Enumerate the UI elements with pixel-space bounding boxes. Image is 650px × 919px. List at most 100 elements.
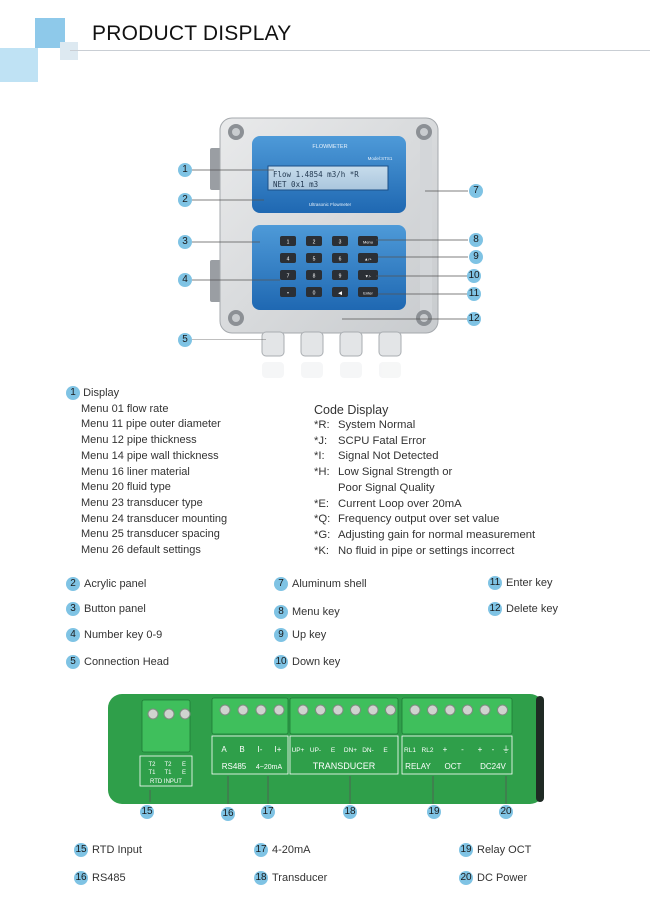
keypad-key: 7 (280, 270, 296, 280)
keypad-key: ▲/+ (358, 253, 378, 263)
board-label: A (221, 745, 227, 754)
display-title: Display (83, 387, 120, 399)
key-label: ◀ (338, 291, 342, 297)
callout-7: 7 (469, 184, 483, 198)
terminal-screw (147, 708, 159, 720)
terminal-screw (409, 704, 421, 716)
code-item: *I: Signal Not Detected (314, 449, 535, 465)
code-item: *E:Current Loop over 20mA (314, 497, 535, 513)
keypad-key: Enter (358, 287, 378, 297)
callout-2: 2 (178, 193, 192, 207)
board-label: 4~20mA (256, 764, 283, 771)
board-label: E (182, 762, 186, 768)
callout-12: 12 (467, 312, 481, 326)
board-label: DC24V (480, 762, 506, 771)
terminal-screw (255, 704, 267, 716)
code-key: *K: (314, 544, 330, 557)
callout-5: 5 (178, 333, 192, 347)
board-label: I- (258, 745, 263, 754)
board-label: DN+ (344, 747, 357, 754)
display-num: 1 (66, 386, 80, 401)
board-label: ⏚ (502, 745, 510, 754)
board-label: OCT (445, 762, 462, 771)
callout-18: 18 (343, 805, 357, 819)
board-label: RELAY (405, 762, 431, 771)
key-label: 9 (339, 274, 342, 280)
callout-19: 19 (427, 805, 441, 819)
code-item: *G:Adjusting gain for normal measurement (314, 528, 535, 544)
code-desc: Poor Signal Quality (338, 481, 435, 494)
key-label: Menu (363, 240, 373, 245)
board-label: RS485 (222, 762, 247, 771)
board-label: UP- (310, 747, 321, 754)
board-label: T2 (164, 762, 172, 768)
callout-1: 1 (178, 163, 192, 177)
menu-item: Menu 14 pipe wall thickness (81, 449, 219, 462)
code-display: Code Display *R:System Normal*J:SCPU Fat… (314, 403, 535, 559)
code-key: *R: (314, 419, 330, 431)
callout-4: 4 (178, 273, 192, 287)
code-desc: Low Signal Strength or (338, 466, 453, 479)
key-label: 4 (287, 257, 290, 263)
code-desc: Signal Not Detected (338, 450, 439, 463)
key-label: 2 (313, 240, 316, 246)
menu-item: Menu 12 pipe thickness (81, 434, 197, 447)
board-label: E (182, 770, 186, 776)
key-label: 6 (339, 257, 342, 263)
code-item: Poor Signal Quality (314, 481, 535, 497)
key-label: 1 (287, 240, 290, 246)
menu-item: Menu 26 default settings (81, 544, 201, 557)
key-label: ▼/- (365, 274, 372, 279)
leader-lines (192, 169, 468, 340)
keypad-key: • (280, 287, 296, 297)
code-key: *G: (314, 528, 331, 541)
terminal-screw (297, 704, 309, 716)
board-label: - (492, 745, 495, 754)
code-desc: No fluid in pipe or settings incorrect (338, 544, 515, 557)
key-label: 3 (339, 240, 342, 246)
keypad-key: 4 (280, 253, 296, 263)
terminal-screw (462, 704, 473, 716)
callout-17: 17 (261, 805, 275, 819)
keypad-key: 2 (306, 236, 322, 246)
terminal-screw (219, 704, 231, 716)
page-title: PRODUCT DISPLAY (92, 22, 292, 45)
key-label: 0 (313, 291, 316, 297)
lcd-line1: Flow 1.4854 m3/h *R (273, 170, 359, 179)
code-item: *R:System Normal (314, 418, 535, 434)
flowmeter-illustration: FLOWMETER Model:STS1 Flow 1.4854 m3/h *R… (210, 117, 439, 378)
menu-item: Menu 23 transducer type (81, 496, 203, 509)
board-label: RL2 (422, 747, 434, 754)
terminal-screw (179, 708, 191, 720)
board-label: I+ (275, 745, 282, 754)
menu-item: Menu 25 transducer spacing (81, 528, 220, 541)
callout-9: 9 (469, 250, 483, 264)
board-label: DN- (362, 747, 374, 754)
keypad-key: 1 (280, 236, 296, 246)
key-label: ▲/+ (364, 257, 372, 262)
code-item: *H:Low Signal Strength or (314, 465, 535, 481)
code-desc: SCPU Fatal Error (338, 434, 426, 447)
board-label: + (478, 745, 483, 754)
menu-item: Menu 11 pipe outer diameter (81, 418, 221, 431)
keypad-key: ▼/- (358, 270, 378, 280)
board-label: RTD INPUT (150, 779, 182, 785)
terminal-screw (163, 708, 175, 720)
decor-square (0, 48, 38, 82)
keypad-key: ◀ (332, 287, 348, 297)
terminal-screw (427, 704, 438, 716)
code-key: *I: (314, 450, 325, 463)
board-label: - (461, 745, 464, 754)
